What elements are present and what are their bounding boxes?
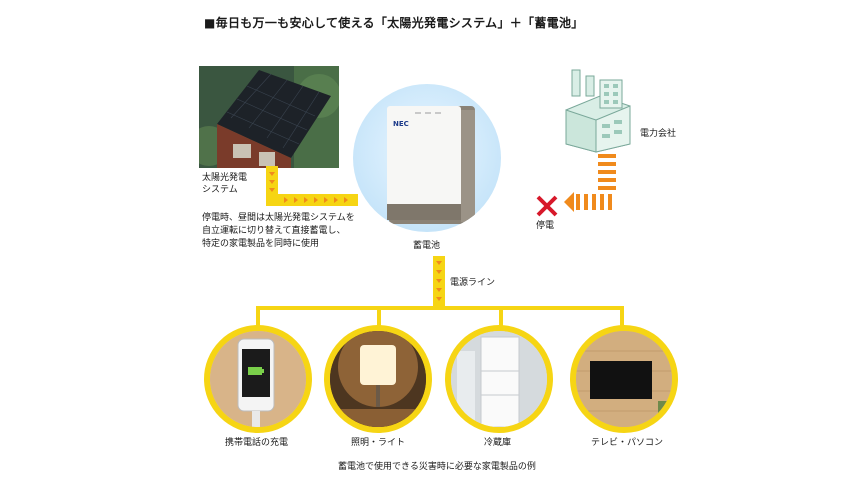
outage-cross-icon xyxy=(536,195,558,217)
appliance-circle-tv xyxy=(570,325,678,433)
lamp-icon xyxy=(330,331,426,427)
tv-icon xyxy=(576,331,672,427)
page-title: ■毎日も万一も安心して使える「太陽光発電システム」＋「蓄電池」 xyxy=(204,16,584,30)
caption: 蓄電池で使用できる災害時に必要な家電製品の例 xyxy=(338,462,536,472)
appliance-circle-lamp xyxy=(324,325,432,433)
description-line3: 特定の家電製品を同時に使用 xyxy=(202,239,320,249)
solar-to-battery-arrow xyxy=(266,166,358,206)
battery-label: 蓄電池 xyxy=(413,241,441,251)
power-company-label: 電力会社 xyxy=(640,129,677,139)
appliance-label-tv: テレビ・パソコン xyxy=(591,438,664,448)
solar-label-line1: 太陽光発電 xyxy=(202,173,248,183)
refrigerator-icon xyxy=(451,331,547,427)
description-line2: 自立運転に切り替えて直接蓄電し、 xyxy=(202,226,346,236)
distribution-line xyxy=(256,306,624,330)
battery-brand-logo: NEC xyxy=(393,120,409,128)
power-company-building-icon xyxy=(565,69,631,153)
smartphone-icon xyxy=(210,331,306,427)
power-line-label: 電源ライン xyxy=(450,278,496,288)
battery-circle: NEC xyxy=(353,84,501,232)
outage-label: 停電 xyxy=(536,221,555,231)
battery-to-powerline-arrow xyxy=(433,256,445,306)
appliance-circle-smartphone xyxy=(204,325,312,433)
appliance-label-refrigerator: 冷蔵庫 xyxy=(484,438,512,448)
appliance-circle-refrigerator xyxy=(445,325,553,433)
appliance-label-smartphone: 携帯電話の充電 xyxy=(225,438,289,448)
solar-roof-illustration xyxy=(199,66,339,168)
appliance-label-lamp: 照明・ライト xyxy=(351,438,406,448)
description-line1: 停電時、昼間は太陽光発電システムを xyxy=(202,213,355,223)
solar-label-line2: システム xyxy=(202,185,238,195)
solar-house-image xyxy=(199,66,339,168)
battery-unit-illustration xyxy=(387,106,475,224)
grid-supply-arrow xyxy=(564,154,616,212)
